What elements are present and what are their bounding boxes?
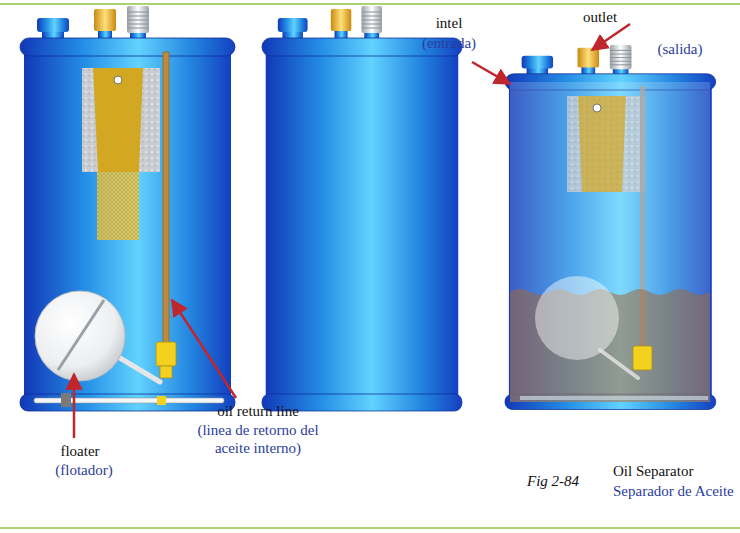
float-rod — [58, 300, 104, 370]
valve-seat — [160, 366, 172, 378]
needle-valve — [156, 342, 176, 366]
caption-text: Oil Separator — [613, 462, 693, 480]
leader-arrow — [73, 374, 76, 438]
leader-arrow — [472, 62, 510, 84]
frame-rule — [0, 3, 740, 5]
separator-shell — [505, 45, 716, 410]
needle-valve — [633, 346, 652, 370]
part-label: outlet — [583, 8, 617, 26]
part-label: (linea de retorno del aceite interno) — [183, 421, 333, 457]
oil-return-tube — [163, 52, 169, 344]
part-label: oil return line — [217, 402, 299, 420]
filter-mesh — [82, 68, 160, 172]
part-label: (entrada) — [422, 34, 476, 52]
float-ball — [35, 291, 125, 381]
separator-shell — [20, 6, 235, 411]
pivot-block — [157, 396, 166, 405]
rod-block — [61, 393, 71, 407]
base-rod — [520, 396, 708, 400]
caption-text: Separador de Aceite — [613, 482, 734, 500]
part-label: (salida) — [658, 40, 703, 58]
float-arm — [120, 358, 160, 382]
baffle-bolt — [114, 76, 122, 84]
shell-window — [510, 82, 710, 402]
frame-rule — [0, 527, 740, 529]
part-label: intel — [436, 14, 463, 32]
leader-arrow — [172, 300, 236, 398]
filter-mesh — [567, 96, 645, 192]
separator-shell — [262, 6, 462, 411]
baffle-bolt — [593, 104, 601, 112]
float-ball — [535, 276, 619, 360]
float-arm — [600, 350, 638, 378]
figure-number: Fig 2-84 — [527, 472, 579, 490]
mesh-screen — [97, 172, 139, 240]
part-label: (flotador) — [55, 461, 112, 479]
baffle — [93, 68, 143, 172]
part-label: floater — [60, 442, 99, 460]
baffle — [578, 96, 626, 192]
leader-arrow — [592, 24, 630, 50]
